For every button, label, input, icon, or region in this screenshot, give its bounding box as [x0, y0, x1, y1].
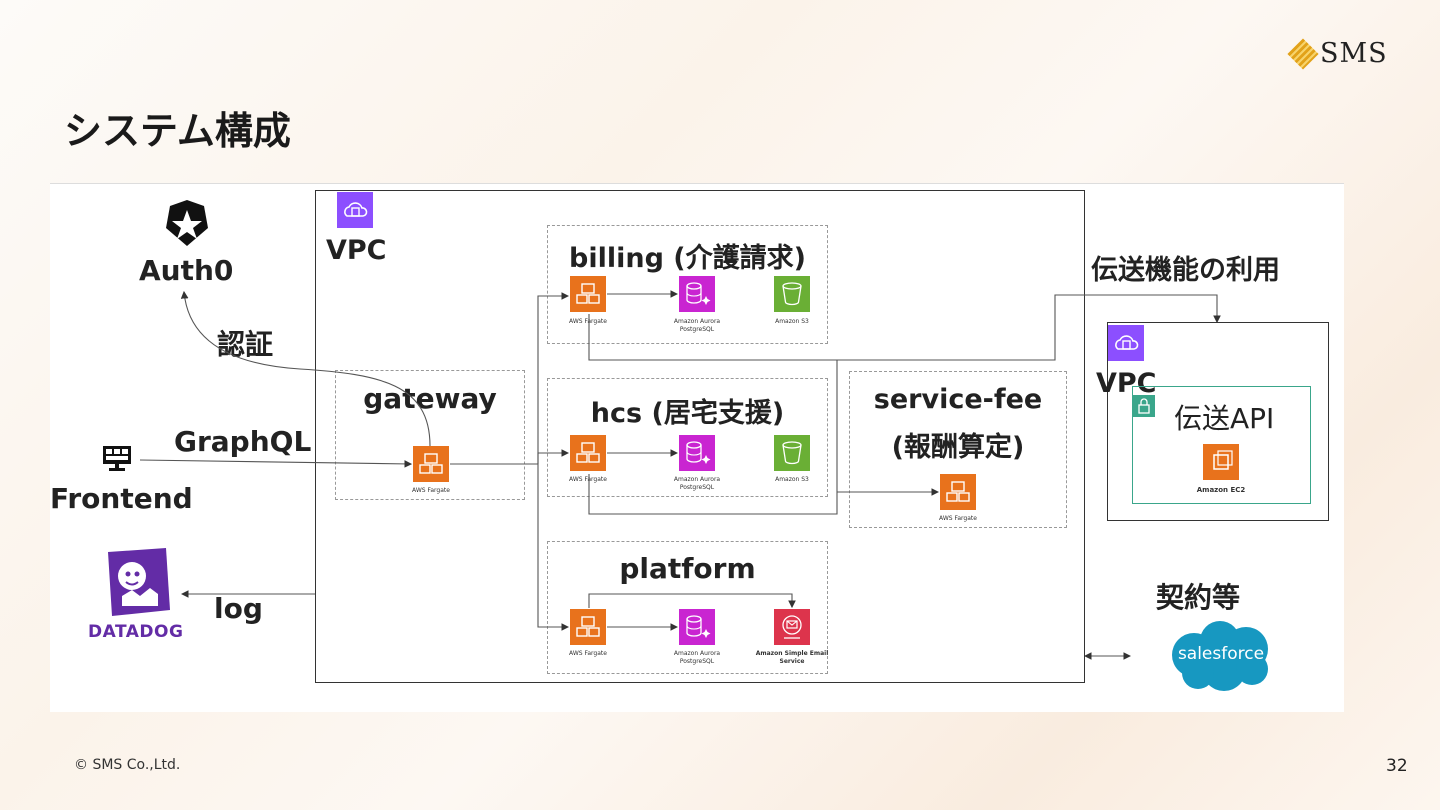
hcs-s3-icon	[774, 435, 810, 471]
trunk-connector	[537, 292, 570, 464]
platform-aurora-caption-2: PostgreSQL	[679, 658, 715, 665]
billing-fargate-caption: AWS Fargate	[569, 318, 607, 325]
vpc-icon	[337, 192, 373, 228]
transmission-usage-label: 伝送機能の利用	[1091, 255, 1280, 286]
contracts-label: 契約等	[1156, 581, 1241, 614]
graphql-edge-label: GraphQL	[174, 425, 312, 458]
platform-label: platform	[619, 552, 756, 585]
service-fee-fargate-caption: AWS Fargate	[939, 515, 977, 522]
frontend-label: Frontend	[50, 482, 193, 515]
billing-s3-icon	[774, 276, 810, 312]
platform-fargate-icon	[570, 609, 606, 645]
external-vpc-icon	[1108, 325, 1144, 361]
ec2-caption: Amazon EC2	[1196, 486, 1246, 494]
trunk-to-platform-connector	[537, 464, 570, 631]
salesforce-icon	[1164, 617, 1278, 697]
main-vpc-box	[315, 190, 1085, 683]
hcs-aurora-caption-2: PostgreSQL	[679, 484, 715, 491]
billing-label: billing (介護請求)	[569, 243, 806, 274]
sms-diamond-icon	[1287, 37, 1319, 70]
connector-lines	[139, 290, 1221, 660]
billing-to-external-connector	[588, 294, 1221, 361]
platform-fargate-caption: AWS Fargate	[569, 650, 607, 657]
platform-aurora-icon	[679, 609, 715, 645]
hcs-label: hcs (居宅支援)	[590, 398, 785, 429]
gateway-label: gateway	[363, 382, 497, 415]
auth-edge-label: 認証	[217, 328, 274, 361]
platform-group	[547, 541, 828, 674]
hcs-aurora-icon	[679, 435, 715, 471]
hcs-aurora-caption-1: Amazon Aurora	[673, 476, 721, 483]
hcs-s3-caption: Amazon S3	[775, 476, 809, 483]
log-edge-label: log	[214, 592, 263, 625]
service-fee-fargate-icon	[940, 474, 976, 510]
graphql-connector	[139, 459, 413, 468]
billing-aurora-caption-2: PostgreSQL	[679, 326, 715, 333]
transmission-api-label: 伝送API	[1174, 402, 1275, 435]
service-fee-group	[849, 371, 1067, 528]
ses-caption-2: Service	[779, 658, 805, 665]
hcs-fargate-caption: AWS Fargate	[569, 476, 607, 483]
frontend-icon	[102, 444, 132, 472]
architecture-diagram: VPC gateway billing (介護請求) hcs (居宅支援) se…	[50, 183, 1344, 712]
hcs-to-service-fee-connector	[588, 360, 838, 515]
gateway-fargate-caption: AWS Fargate	[412, 487, 450, 494]
billing-aurora-caption-1: Amazon Aurora	[673, 318, 721, 325]
private-subnet-box	[1132, 386, 1311, 504]
billing-s3-caption: Amazon S3	[775, 318, 809, 325]
auth-connector	[180, 290, 431, 447]
brand-name: SMS	[1320, 38, 1388, 69]
hcs-group	[547, 378, 828, 497]
auth0-icon	[164, 198, 210, 248]
main-vpc-label: VPC	[326, 235, 387, 266]
page-title: システム構成	[64, 109, 291, 153]
page-number: 32	[1386, 756, 1408, 776]
ses-caption-1: Amazon Simple Email	[755, 650, 829, 657]
ec2-icon	[1203, 444, 1239, 480]
salesforce-label: salesforce	[1177, 644, 1265, 664]
platform-fargate-ses	[588, 593, 796, 609]
datadog-label: DATADOG	[88, 622, 184, 642]
billing-aurora-icon	[679, 276, 715, 312]
trunk-to-hcs-connector	[537, 449, 570, 464]
platform-aurora-caption-1: Amazon Aurora	[673, 650, 721, 657]
gateway-fargate-icon	[413, 446, 449, 482]
auth0-label: Auth0	[139, 254, 234, 287]
ses-icon	[774, 609, 810, 645]
gateway-group	[335, 370, 525, 500]
sms-logo: SMS	[1287, 37, 1388, 70]
copyright: © SMS Co.,Ltd.	[74, 757, 181, 773]
billing-fargate-icon	[570, 276, 606, 312]
service-fee-label-1: service-fee	[873, 384, 1043, 415]
hcs-fargate-icon	[570, 435, 606, 471]
datadog-icon	[102, 546, 172, 618]
billing-group	[547, 225, 828, 344]
external-vpc-label: VPC	[1096, 368, 1157, 399]
subnet-lock-icon	[1133, 395, 1155, 417]
service-fee-label-2: (報酬算定)	[891, 432, 1025, 463]
